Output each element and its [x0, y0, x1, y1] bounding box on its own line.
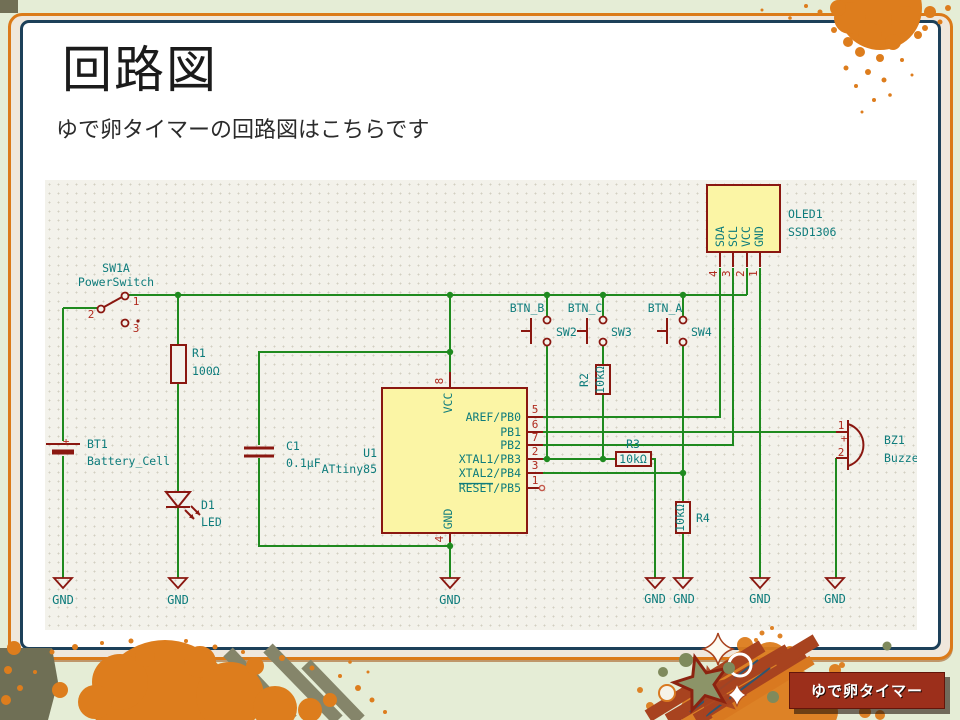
u1-pin-name: RESET/PB5 [459, 481, 521, 495]
sw2-label: BTN_B [510, 301, 545, 315]
u1-pin4-name: GND [441, 509, 455, 530]
u1-pin-number: 1 [532, 474, 539, 487]
bz1-pin-number: 1 [838, 419, 845, 432]
sw3-label: BTN_C [568, 301, 603, 315]
footer-label: ゆで卵タイマー [789, 672, 945, 709]
sw4-label: BTN_A [648, 301, 683, 315]
oled1-pin-number: 2 [734, 270, 747, 277]
gnd-label: GND [167, 593, 189, 607]
d1-value: LED [201, 515, 222, 529]
oled1-pin-number: 4 [707, 270, 720, 277]
u1-pin-name: PB2 [500, 438, 521, 452]
r2-value: 10kΩ [593, 366, 607, 394]
u1-pin-name: AREF/PB0 [466, 410, 521, 424]
bz1-pin-number: 2 [838, 446, 845, 459]
bz1-ref: BZ1 [884, 433, 905, 447]
gnd-label: GND [824, 592, 846, 606]
r1-ref: R1 [192, 346, 206, 360]
schematic-svg: SW1A PowerSwitch R1 100Ω BT1 Battery_Cel… [46, 184, 917, 607]
gnd-label: GND [673, 592, 695, 606]
u1-pin-number: 6 [532, 418, 539, 431]
oled1-pin-name: SDA [713, 226, 727, 247]
buzzer-arc [847, 423, 865, 467]
oled1-pin-number: 3 [720, 270, 733, 277]
sw2-ref: SW2 [556, 325, 577, 339]
oled1-ref: OLED1 [788, 207, 823, 221]
r4-body [675, 501, 691, 534]
bt1-ref: BT1 [87, 437, 108, 451]
junction-dots [174, 291, 687, 550]
c1-plates [244, 446, 274, 458]
bt1-value: Battery_Cell [87, 454, 170, 468]
u1-pin8-name: VCC [441, 393, 455, 414]
oled1-body [706, 184, 781, 253]
u1-pin-name: XTAL2/PB4 [459, 466, 521, 480]
white-sparkle-small [726, 682, 748, 708]
c1-ref: C1 [286, 439, 300, 453]
gnd-label: GND [644, 592, 666, 606]
gnd-label: GND [439, 593, 461, 607]
sw1a-pin-number: 3 [133, 322, 140, 335]
d1-ref: D1 [201, 498, 215, 512]
gnd-label: GND [749, 592, 771, 606]
gnd-label: GND [52, 593, 74, 607]
sw3-ref: SW3 [611, 325, 632, 339]
bz1-value: Buzzer [884, 451, 917, 465]
u1-ref: U1 [363, 446, 377, 460]
u1-pin-number: 4 [433, 535, 446, 542]
footer-label-text: ゆで卵タイマー [810, 683, 923, 700]
u1-pin-number: 5 [532, 403, 539, 416]
u1-pin-number: 3 [532, 459, 539, 472]
r2-ref: R2 [577, 373, 591, 387]
r3-body [615, 451, 652, 467]
oled1-pin-name: VCC [739, 226, 753, 247]
u1-body [381, 387, 528, 534]
corner-swatch [0, 0, 18, 13]
r1-body [170, 344, 187, 384]
oled1-pin-number: 1 [747, 270, 760, 277]
red-star-shadow [686, 665, 738, 719]
r4-ref: R4 [696, 511, 710, 525]
c1-value: 0.1µF [286, 456, 321, 470]
u1-pin-name: XTAL1/PB3 [459, 452, 521, 466]
sw1a-value: PowerSwitch [78, 275, 154, 289]
sw1a-pin-number: 1 [133, 295, 140, 308]
sw1a-pin-number: 2 [88, 308, 95, 321]
switch-contacts [96, 291, 688, 347]
page-title: 回路図 [62, 42, 218, 98]
r1-value: 100Ω [192, 364, 220, 378]
bt1-plus-sign: + [63, 435, 70, 448]
u1-pin-number: 8 [433, 378, 446, 385]
oled1-pin-name: SCL [726, 226, 740, 247]
u1-pin-number: 2 [532, 445, 539, 458]
olive-star [669, 652, 730, 714]
u1-pin-name: PB1 [500, 425, 521, 439]
oled1-value: SSD1306 [788, 225, 837, 239]
sw1a-ref: SW1A [102, 261, 130, 275]
u1-pin-number: 7 [532, 431, 539, 444]
bz1-plus-sign: + [841, 432, 848, 445]
component-bodies [170, 184, 781, 534]
u1-value: ATtiny85 [322, 462, 377, 476]
sw1a-dot [136, 319, 140, 323]
r3-ref: R3 [626, 437, 640, 451]
led-triangle [163, 491, 193, 509]
sw4-ref: SW4 [691, 325, 712, 339]
wires [62, 268, 837, 578]
white-dot-orange-ring [658, 684, 676, 702]
oled1-pin-name: GND [752, 226, 766, 247]
symbol-strokes [46, 252, 865, 590]
r3-value: 10kΩ [619, 452, 647, 466]
reset-pin-open-circle [538, 484, 546, 492]
r2-body [595, 364, 611, 395]
navy-lines [689, 659, 771, 717]
schematic-canvas: SW1A PowerSwitch R1 100Ω BT1 Battery_Cel… [45, 180, 917, 630]
r4-value: 10kΩ [673, 504, 687, 532]
led-arrowheads [189, 510, 200, 519]
page-subtitle: ゆで卵タイマーの回路図はこちらです [56, 117, 430, 142]
gnd-symbols [51, 577, 847, 590]
